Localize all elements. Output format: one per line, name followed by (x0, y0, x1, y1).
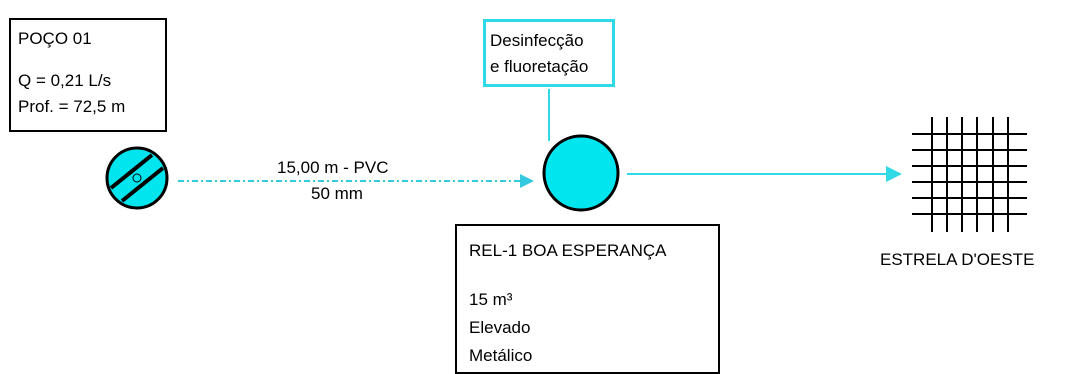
pipe-length-label: 15,00 m - PVC (277, 158, 389, 177)
reservoir-name: REL-1 BOA ESPERANÇA (469, 241, 667, 260)
supply-arrowhead-icon (886, 166, 902, 182)
well-info-box: POÇO 01 Q = 0,21 L/s Prof. = 72,5 m (9, 18, 167, 132)
treatment-box: Desinfecção e fluoretação (483, 19, 615, 87)
treatment-line-1: Desinfecção (490, 31, 584, 50)
pipe-diameter-label: 50 mm (311, 184, 363, 203)
reservoir-type: Elevado (469, 318, 531, 337)
reservoir-volume: 15 m³ (469, 290, 513, 309)
well-title: POÇO 01 (18, 29, 92, 48)
destination-label: ESTRELA D'OESTE (880, 250, 1035, 269)
well-depth: Prof. = 72,5 m (18, 97, 126, 116)
well-symbol-icon (105, 146, 169, 210)
reservoir-info-box: REL-1 BOA ESPERANÇA 15 m³ Elevado Metáli… (455, 224, 720, 374)
reservoir-material: Metálico (469, 346, 533, 365)
treatment-line-2: e fluoretação (490, 57, 589, 76)
reservoir-symbol-icon (542, 134, 620, 212)
well-flow: Q = 0,21 L/s (18, 71, 112, 90)
network-grid-icon (912, 117, 1027, 232)
pipe-arrowhead-icon (520, 174, 534, 188)
